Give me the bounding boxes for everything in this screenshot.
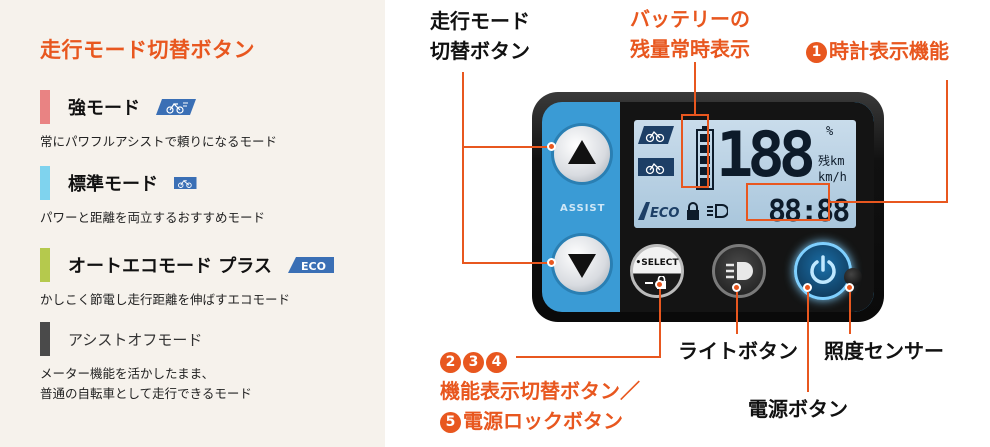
- lcd-big-digits: 188: [716, 118, 816, 191]
- mode-down-button[interactable]: [554, 236, 610, 292]
- bike-strong-icon: [156, 99, 197, 115]
- connector-dot: [547, 142, 556, 151]
- bike-standard-icon: [638, 158, 674, 176]
- select-button[interactable]: •SELECT: [630, 244, 684, 298]
- connector-dot: [803, 283, 812, 292]
- number-badge: 1: [806, 42, 827, 63]
- connector-line: [736, 292, 738, 334]
- connector-line: [694, 62, 696, 114]
- lcd-eco-text: ECO: [650, 206, 679, 220]
- number-badge: 5: [440, 412, 461, 433]
- mode-standard-label: 標準モード: [68, 174, 158, 195]
- mode-color-bar: [40, 166, 50, 200]
- triangle-up-icon: [568, 140, 596, 164]
- mode-strong-desc: 常にパワフルアシストで頼りになるモード: [40, 134, 278, 149]
- connector-line: [807, 292, 809, 392]
- bike-standard-icon: [174, 177, 197, 189]
- mode-color-bar: [40, 248, 50, 282]
- mode-color-bar: [40, 322, 50, 356]
- mode-up-button[interactable]: [554, 126, 610, 182]
- mode-legend-panel: 走行モード切替ボタン 強モード 常にパワフルアシストで頼りになるモード 標準モー…: [0, 0, 385, 447]
- clock-highlight-box: [746, 183, 830, 221]
- mode-eco-desc: かしこく節電し走行距離を伸ばすエコモード: [40, 292, 291, 307]
- connector-line: [849, 292, 851, 334]
- eco-icon: ECO: [638, 202, 679, 220]
- lcd-speed-unit: km/h: [818, 170, 847, 184]
- eco-icon: ECO: [288, 257, 335, 273]
- number-badge: 3: [463, 352, 484, 373]
- mode-assist-off-desc-line2: 普通の自転車として走行できるモード: [40, 386, 252, 401]
- number-badge: 2: [440, 352, 461, 373]
- connector-line: [659, 289, 661, 356]
- callout-battery: バッテリーの 残量常時表示: [630, 7, 750, 61]
- light-sensor: [844, 268, 862, 286]
- mode-assist-off-desc-line1: メーター機能を活かしたまま、: [40, 366, 215, 381]
- battery-highlight-box: [681, 114, 709, 188]
- headlight-icon: [726, 262, 753, 280]
- callout-mode-switch: 走行モード 切替ボタン: [430, 9, 530, 63]
- connector-line: [516, 356, 661, 358]
- mode-assist-off-label: アシストオフモード: [68, 331, 203, 349]
- power-icon: [810, 255, 836, 284]
- connector-dot: [732, 283, 741, 292]
- connector-line: [462, 72, 464, 262]
- eco-icon-text: ECO: [301, 260, 326, 273]
- headlight-icon: [707, 204, 728, 218]
- connector-line: [830, 201, 948, 203]
- mode-strong-label: 強モード: [68, 98, 140, 119]
- connector-line: [462, 262, 552, 264]
- connector-line: [946, 80, 948, 203]
- select-label: •SELECT: [635, 258, 679, 268]
- battery-gauge-icon: [696, 126, 714, 190]
- number-badge: 4: [486, 352, 507, 373]
- lcd-clock: 88:88: [768, 194, 850, 229]
- callout-power: 電源ボタン: [748, 397, 848, 421]
- connector-dot: [655, 280, 664, 289]
- assist-label: ASSIST: [560, 203, 606, 214]
- mode-standard-desc: パワーと距離を両立するおすすめモード: [40, 210, 266, 225]
- device-face: ASSIST ECO: [542, 102, 874, 312]
- mode-color-bar: [40, 90, 50, 124]
- callout-light: ライトボタン: [678, 339, 798, 363]
- triangle-down-icon: [568, 254, 596, 278]
- connector-dot: [845, 283, 854, 292]
- lcd-screen: ECO 188 % 残km km/h: [634, 118, 856, 229]
- legend-title: 走行モード切替ボタン: [40, 38, 255, 62]
- lcd-remaining-km: 残km: [818, 154, 845, 168]
- connector-dot: [547, 258, 556, 267]
- callout-sensor: 照度センサー: [824, 339, 944, 363]
- lcd-percent: %: [826, 124, 834, 138]
- power-button[interactable]: [794, 242, 852, 300]
- display-unit: ASSIST ECO: [532, 92, 884, 322]
- lock-icon: [687, 202, 699, 220]
- bike-strong-icon: [638, 126, 674, 144]
- mode-eco-label: オートエコモード プラス: [68, 256, 272, 277]
- connector-line: [462, 146, 552, 148]
